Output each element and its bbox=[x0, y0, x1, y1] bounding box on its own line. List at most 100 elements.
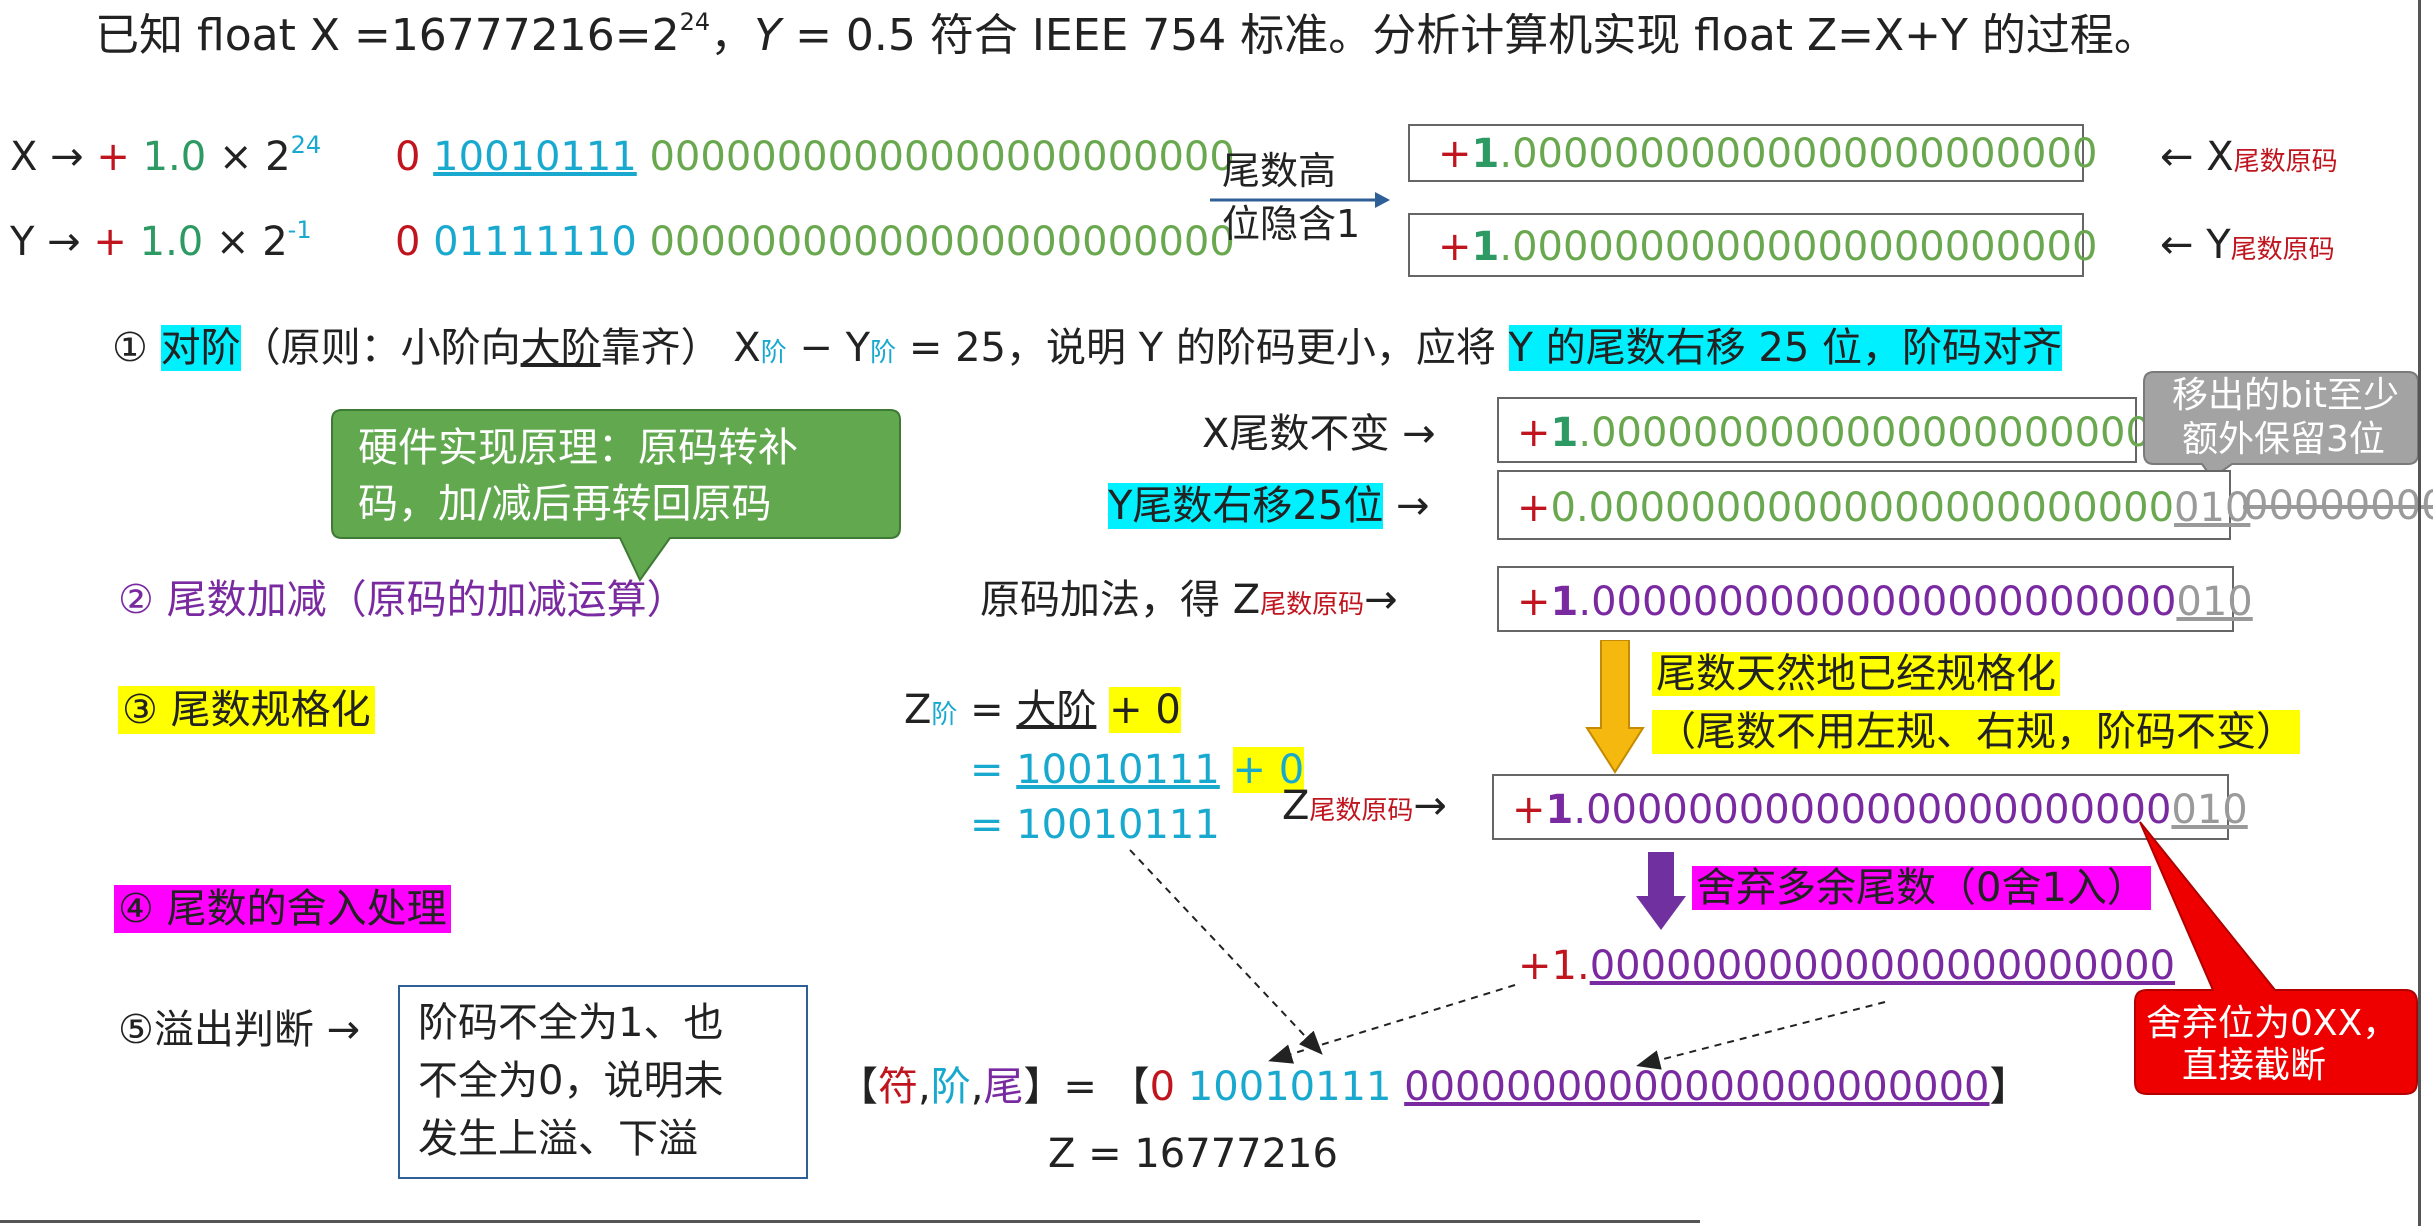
y-times: × bbox=[215, 219, 250, 265]
fe-lb: 【 bbox=[838, 1064, 878, 1110]
step2-text: ② 尾数加减（原码的加减运算） bbox=[118, 577, 687, 623]
zm-var: Z bbox=[1282, 783, 1310, 829]
z-value: Z = 16777216 bbox=[1048, 1131, 1338, 1177]
z-mant-box: +1.00000000000000000000000010 bbox=[1492, 774, 2248, 840]
step1-ys: 阶 bbox=[870, 338, 897, 368]
x-box-one: 1 bbox=[1471, 131, 1500, 177]
fe-jie: 阶 bbox=[930, 1064, 971, 1110]
zmb-rest: .00000000000000000000000 bbox=[1573, 787, 2172, 833]
title-sep: ， bbox=[710, 10, 755, 61]
x-mantissa-box: +1.00000000000000000000000 bbox=[1408, 124, 2097, 182]
shift-note-line1: 移出的bit至少 bbox=[2172, 375, 2399, 416]
y-box-rest: .00000000000000000000000 bbox=[1499, 224, 2098, 270]
z-exp-line2: = 10010111 + 0 bbox=[970, 747, 1305, 793]
title-rest: = 0.5 符合 IEEE 754 标准。分析计算机实现 float Z=X+Y… bbox=[781, 10, 2158, 61]
hw-note-line1: 硬件实现原理：原码转补 bbox=[358, 425, 798, 471]
y-shift-arrow: → bbox=[1383, 483, 1430, 529]
x-mant-sub: 尾数原码 bbox=[2233, 147, 2338, 177]
ze2-bits: 10010111 bbox=[1016, 747, 1220, 793]
add-sub: 尾数原码 bbox=[1260, 590, 1365, 620]
x-box-sign: + bbox=[1438, 131, 1472, 177]
ze-eq: = bbox=[957, 687, 1017, 733]
ze-sub: 阶 bbox=[931, 700, 958, 730]
step1-line: ① 对阶（原则：小阶向大阶靠齐） X阶 − Y阶 = 25，说明 Y 的阶码更小… bbox=[112, 325, 2063, 371]
x-unchanged-box: +1.00000000000000000000000 bbox=[1497, 397, 2176, 463]
hw-note-line2: 码，加/减后再转回原码 bbox=[358, 481, 772, 527]
hidden-bit-arrow bbox=[1210, 192, 1390, 208]
round-note-shape bbox=[2134, 821, 2418, 1095]
zmb-one: 1 bbox=[1545, 787, 1574, 833]
norm-note-line1: 尾数天然地已经规格化 bbox=[1652, 652, 2060, 696]
title-y-var: Y bbox=[754, 10, 782, 61]
ze2-eq: = bbox=[970, 747, 1017, 793]
shift-note-line2: 额外保留3位 bbox=[2182, 419, 2385, 460]
page-title: 已知 float X =16777216=224，Y = 0.5 符合 IEEE… bbox=[95, 10, 2158, 58]
step1-eq: = 25，说明 Y 的阶码更小，应将 bbox=[896, 325, 1509, 371]
fe-mant-bits: 00000000000000000000000 bbox=[1404, 1064, 1990, 1110]
overflow-line3: 发生上溢、下溢 bbox=[418, 1116, 698, 1162]
y-binary: 0 01111110 00000000000000000000000 bbox=[395, 222, 1235, 262]
z-mant-label: Z尾数原码→ bbox=[1282, 786, 1447, 826]
y-shift-label: Y尾数右移25位 bbox=[1108, 483, 1384, 529]
x-exponent: 24 bbox=[290, 131, 322, 159]
rm-bits: 00000000000000000000000 bbox=[1589, 943, 2176, 989]
step3-text: ③ 尾数规格化 bbox=[118, 686, 375, 734]
fe-c1: , bbox=[918, 1064, 931, 1110]
z-exp-line1: Z阶 = 大阶 + 0 bbox=[904, 687, 1181, 733]
fe-wei: 尾 bbox=[983, 1064, 1024, 1110]
fe-exp-bits: 10010111 bbox=[1187, 1064, 1392, 1110]
round-note-line1: 舍弃位为0XX， bbox=[2146, 1003, 2399, 1044]
hidden-bit-note-line2: 位隐含1 bbox=[1222, 202, 1361, 246]
y-mant-sub: 尾数原码 bbox=[2230, 235, 2335, 265]
step1-xv: X bbox=[733, 325, 761, 371]
add-label: 原码加法，得 Z bbox=[980, 577, 1261, 623]
fe-fu: 符 bbox=[878, 1064, 918, 1110]
x-unchanged-label: X尾数不变 → bbox=[1202, 411, 1436, 457]
fe-rb: 】= 【 bbox=[1023, 1064, 1150, 1110]
step1-paren-a: （原则：小阶向 bbox=[240, 325, 521, 371]
fe-sign-bit: 0 bbox=[1149, 1064, 1176, 1110]
xu-rest: .00000000000000000000000 bbox=[1578, 410, 2177, 456]
x-mant-bits: 00000000000000000000000 bbox=[649, 134, 1235, 180]
y-mantissa-box: +1.00000000000000000000000 bbox=[1408, 213, 2097, 277]
x-value-row: X → + 1.0 × 224 bbox=[10, 133, 321, 180]
x-mant-var: X bbox=[2206, 134, 2234, 180]
title-exponent: 24 bbox=[679, 8, 711, 36]
y-label: Y → bbox=[10, 219, 81, 265]
ze-plus0: + 0 bbox=[1109, 687, 1181, 733]
ze-var: Z bbox=[904, 687, 932, 733]
overflow-line2: 不全为0，说明未 bbox=[418, 1058, 724, 1104]
step1-big: 大阶 bbox=[520, 325, 601, 371]
ar-sign: + bbox=[1517, 579, 1551, 625]
x-exp-bits: 10010111 bbox=[433, 134, 637, 180]
y-sign: + bbox=[93, 219, 127, 265]
y-mant-bits: 00000000000000000000000 bbox=[649, 219, 1235, 265]
round-down-arrow bbox=[1636, 852, 1686, 930]
zmb-sign: + bbox=[1512, 787, 1546, 833]
y-mant-var: Y bbox=[2206, 222, 2231, 268]
zm-arrow: → bbox=[1413, 783, 1447, 829]
ar-rest: .00000000000000000000000 bbox=[1578, 579, 2177, 625]
x-sign-bit: 0 bbox=[395, 134, 421, 180]
y-shift-box: +0.00000000000000000000000010 bbox=[1497, 470, 2250, 540]
y-exp-bits: 01111110 bbox=[433, 219, 637, 265]
normalize-down-arrow bbox=[1585, 640, 1645, 774]
ys-body: 0.00000000000000000000000 bbox=[1550, 485, 2175, 531]
y-box-one: 1 bbox=[1471, 224, 1500, 270]
exp-dashed-arrow bbox=[1129, 849, 1323, 1055]
x-mant-arrow: ← bbox=[2160, 134, 2194, 180]
z-exp-line3: = 10010111 bbox=[970, 802, 1220, 848]
y-base: 2 bbox=[262, 219, 288, 265]
step1-xs: 阶 bbox=[760, 338, 787, 368]
fe-c2: , bbox=[970, 1064, 984, 1110]
right-edge-rule bbox=[2418, 0, 2421, 1226]
x-sign: + bbox=[96, 134, 130, 180]
discard-note: 舍弃多余尾数（0舍1入） bbox=[1692, 866, 2151, 910]
xu-one: 1 bbox=[1550, 410, 1579, 456]
y-significand: 1.0 bbox=[139, 219, 204, 265]
overflow-note-box: 阶码不全为1、也 不全为0，说明未 发生上溢、下溢 bbox=[398, 985, 808, 1179]
y-box-sign: + bbox=[1438, 224, 1472, 270]
ar-one: 1 bbox=[1550, 579, 1579, 625]
fe-end: 】 bbox=[1989, 1064, 2030, 1110]
